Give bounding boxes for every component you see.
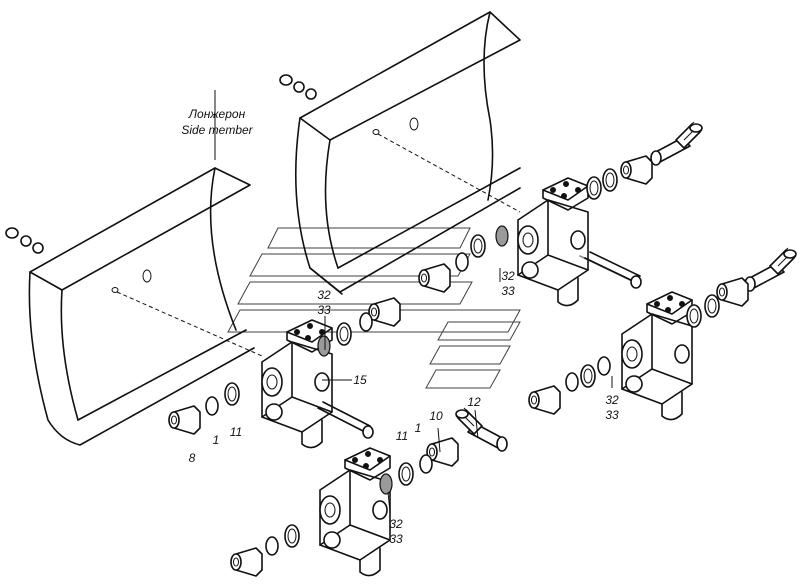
callout-33-top: 33 [501,284,515,298]
callout-12: 12 [467,395,481,409]
callout-33-center: 33 [317,303,331,317]
caption-english: Side member [181,123,253,137]
callout-15: 15 [353,373,367,387]
callout-33-bottom: 33 [389,532,403,546]
callout-32-right: 32 [605,393,619,407]
callout-1-lower: 1 [415,421,422,435]
leader-lines [214,90,613,513]
callout-8: 8 [189,451,196,465]
callout-32-bottom: 32 [389,517,403,531]
nut-washer-set-left [5,227,44,254]
rings-bottom-row [230,524,300,577]
callout-11-left: 11 [230,425,242,439]
callout-11-lower: 11 [396,429,408,443]
callout-33-right: 33 [605,408,619,422]
side-member-upper [294,11,521,295]
side-member-lower [28,167,263,446]
valve-assembly-bottom [319,447,391,577]
rings-lower-row [379,407,508,495]
nut-washer-set-top [279,74,317,100]
callout-32-top: 32 [501,269,515,283]
callout-1-left: 1 [213,433,220,447]
valve-assembly-center-left [261,319,374,449]
callout-10: 10 [429,409,443,423]
callout-32-center: 32 [317,288,331,302]
caption-russian: Лонжерон [188,107,246,121]
valve-assembly-top [517,177,642,307]
watermark-stripes [227,227,521,389]
valve-assembly-right [621,291,693,421]
rings-left-row [168,382,240,435]
